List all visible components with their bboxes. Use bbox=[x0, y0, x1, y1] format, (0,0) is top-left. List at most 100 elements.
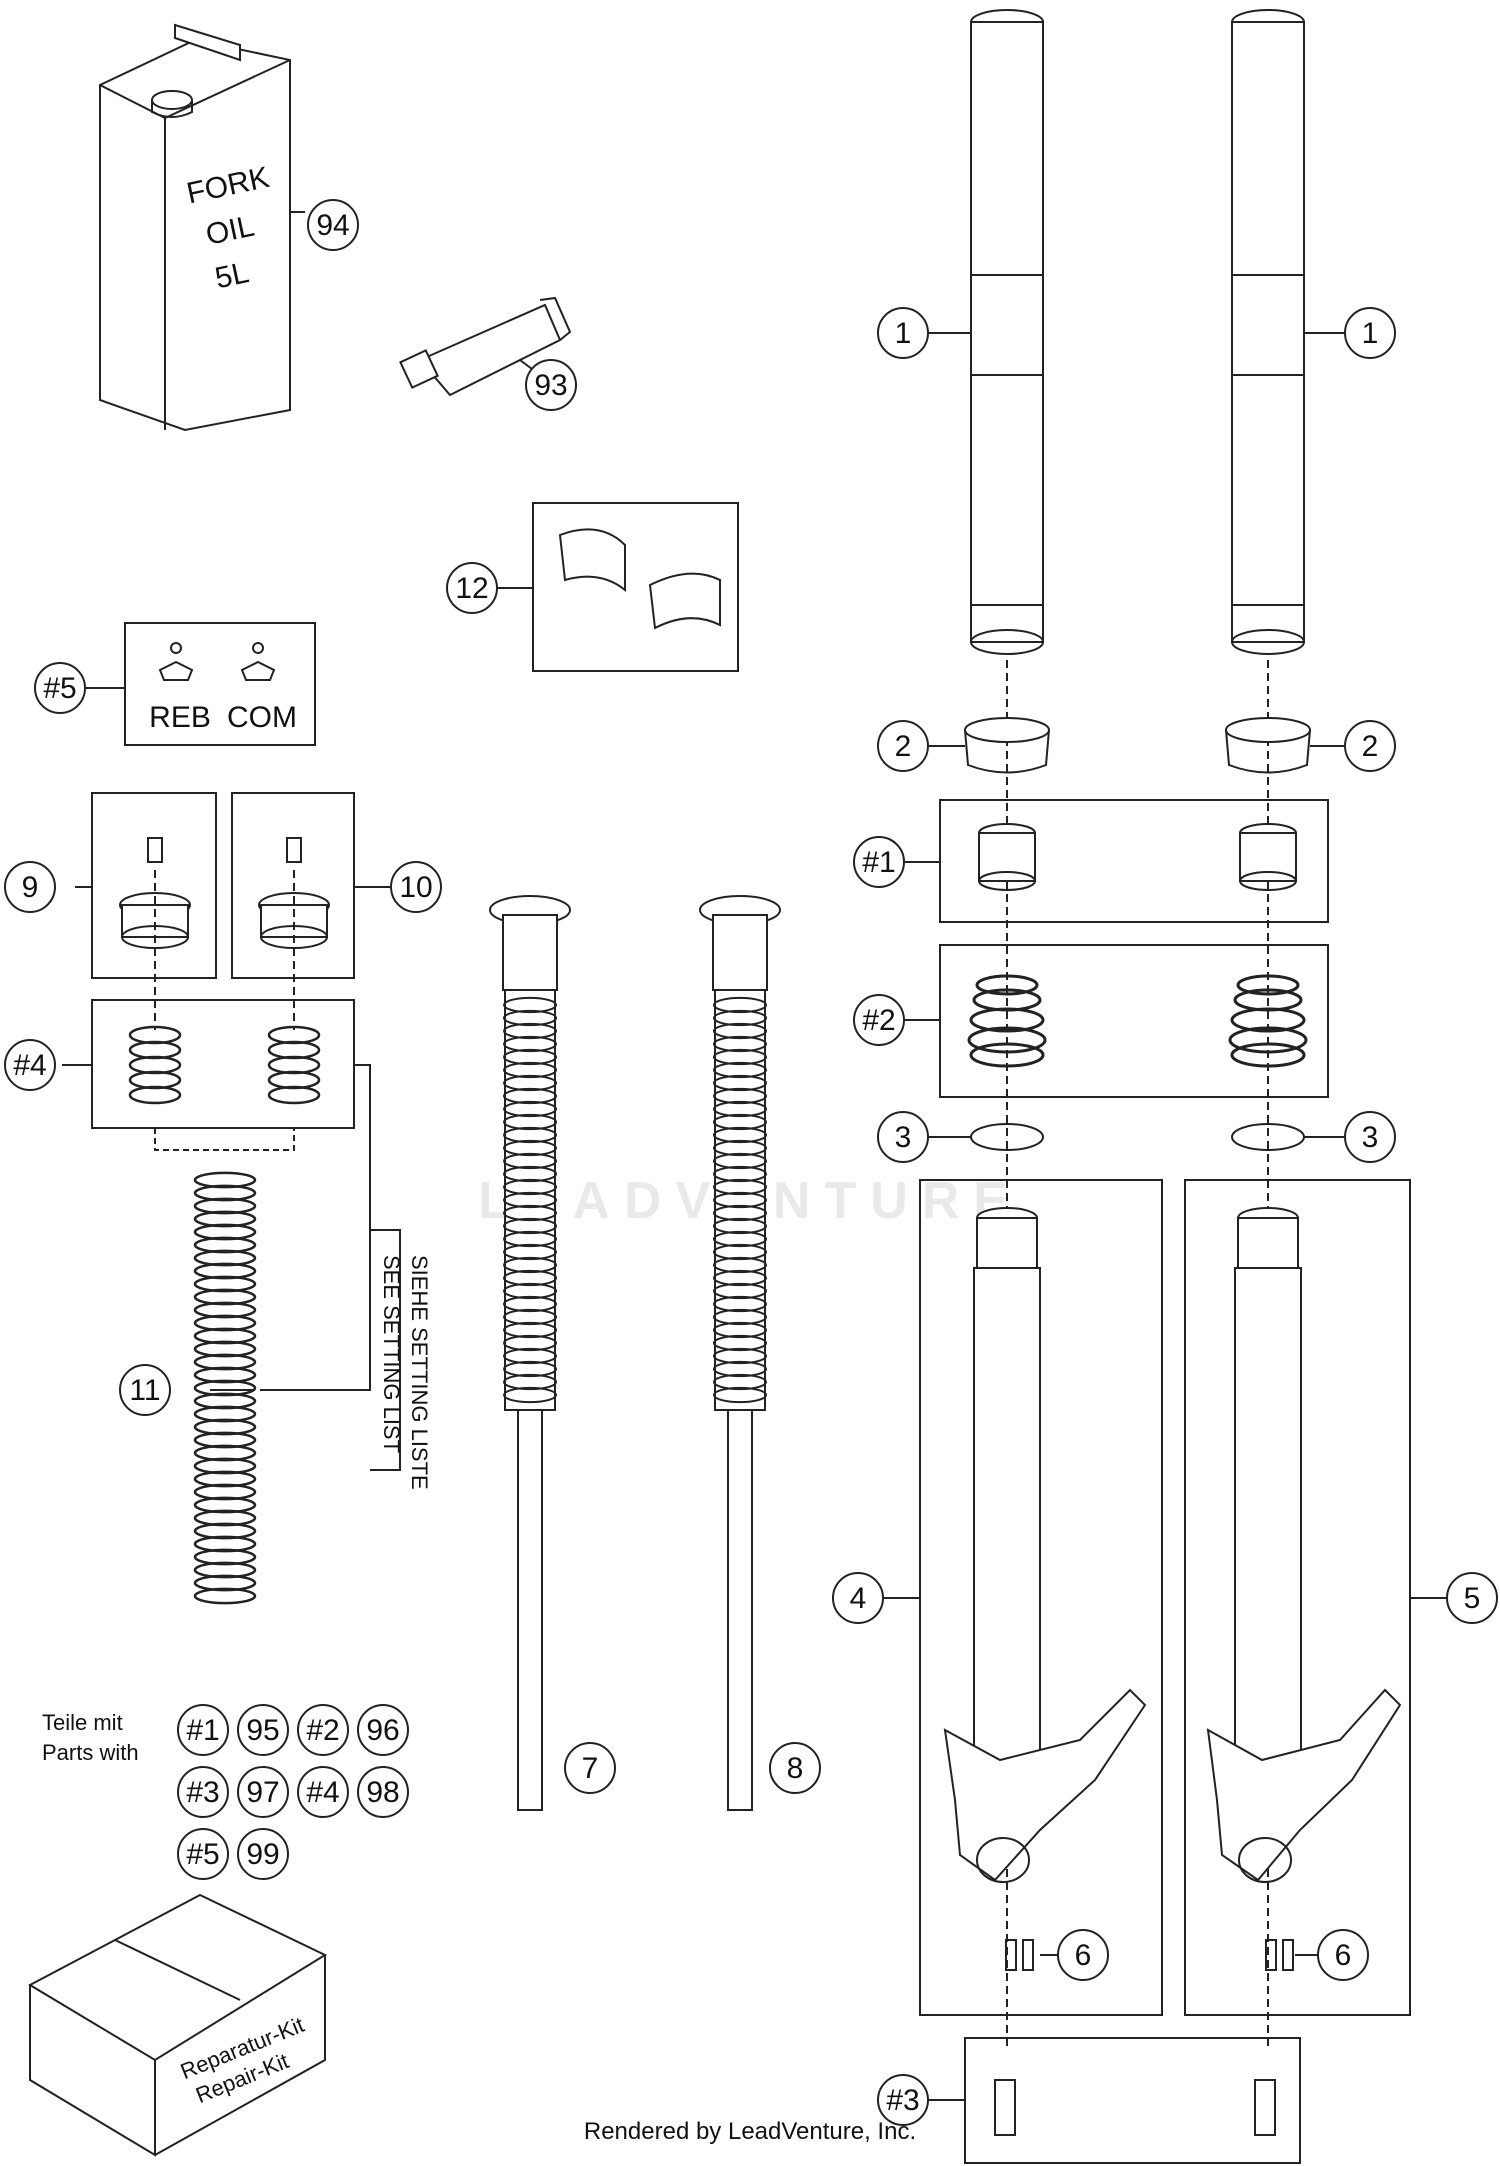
callout-c11: 11 bbox=[129, 1374, 160, 1407]
parts-with-label: 96 bbox=[366, 1714, 399, 1747]
setting-bracket bbox=[370, 1229, 401, 1471]
spring-coil bbox=[503, 1386, 557, 1404]
parts-with-label: #3 bbox=[186, 1776, 219, 1809]
spring-coil bbox=[193, 1340, 257, 1358]
parts-with-label: #2 bbox=[306, 1714, 339, 1747]
parts-with-label: 98 bbox=[366, 1776, 399, 1809]
spring-coil bbox=[503, 1139, 557, 1157]
kit-box-5 bbox=[124, 622, 316, 746]
spring-coil bbox=[193, 1275, 257, 1293]
spring-coil bbox=[713, 1360, 767, 1378]
spring-coil bbox=[503, 1321, 557, 1339]
spring-coil bbox=[503, 1230, 557, 1248]
callout-c6b: 6 bbox=[1335, 1939, 1352, 1972]
spring-coil bbox=[503, 1282, 557, 1300]
callout-k5: #5 bbox=[43, 672, 76, 705]
spring-coil bbox=[193, 1353, 257, 1371]
callout-c1b: 1 bbox=[1362, 317, 1379, 350]
spring-coil bbox=[503, 1126, 557, 1144]
spring-coil bbox=[193, 1483, 257, 1501]
spring-coil bbox=[503, 1243, 557, 1261]
spring-coil bbox=[503, 1269, 557, 1287]
spring-link-line bbox=[154, 1128, 295, 1151]
spring-coil bbox=[193, 1574, 257, 1592]
spring-coil bbox=[503, 1191, 557, 1209]
parts-with-bubble bbox=[237, 1704, 289, 1756]
callout-c2a: 2 bbox=[895, 730, 912, 763]
parts-with-bubble bbox=[237, 1828, 289, 1880]
main-spring bbox=[193, 1171, 257, 1605]
callout-k1-circle bbox=[853, 836, 905, 888]
callout-c5: 5 bbox=[1464, 1582, 1481, 1615]
setting-note-en: SEE SETTING LIST bbox=[379, 1255, 404, 1453]
spring-coil bbox=[503, 1087, 557, 1105]
spring-coil bbox=[713, 1295, 767, 1313]
spring-coil bbox=[503, 1334, 557, 1352]
parts-with-bubble bbox=[177, 1704, 229, 1756]
spring-coil bbox=[713, 1139, 767, 1157]
callout-c93: 93 bbox=[534, 369, 567, 402]
spring-coil bbox=[503, 996, 557, 1014]
callout-c2b: 2 bbox=[1362, 730, 1379, 763]
spring-coil bbox=[713, 1204, 767, 1222]
adjuster-label-reb: REB bbox=[149, 701, 211, 734]
seal-set bbox=[967, 974, 1308, 1068]
callout-c1b-circle bbox=[1344, 307, 1396, 359]
spring-coil bbox=[193, 1223, 257, 1241]
callout-c3a: 3 bbox=[895, 1121, 912, 1154]
spring-coil bbox=[193, 1236, 257, 1254]
callout-c6a: 6 bbox=[1075, 1939, 1092, 1972]
callout-c7-circle bbox=[564, 1742, 616, 1794]
spring-coil bbox=[503, 1256, 557, 1274]
outer-tube-right bbox=[1231, 9, 1305, 655]
spring-coil bbox=[713, 1152, 767, 1170]
parts-with-bubble bbox=[237, 1766, 289, 1818]
spring-coil bbox=[713, 1048, 767, 1066]
spring-coil bbox=[193, 1366, 257, 1384]
spring-coil bbox=[713, 1308, 767, 1326]
spring-coil bbox=[193, 1405, 257, 1423]
spring-coil bbox=[193, 1288, 257, 1306]
inner-tube-right bbox=[1206, 1207, 1402, 1971]
spring-coil bbox=[713, 1373, 767, 1391]
damping-cartridge-right bbox=[699, 895, 781, 1811]
spring-coil bbox=[193, 1301, 257, 1319]
parts-with-label: 97 bbox=[246, 1776, 279, 1809]
parts-with-bubble bbox=[297, 1704, 349, 1756]
spring-coil bbox=[713, 1334, 767, 1352]
parts-with-label: 95 bbox=[246, 1714, 279, 1747]
spring-coil bbox=[193, 1470, 257, 1488]
spring-coil bbox=[713, 1074, 767, 1092]
parts-with-label-de: Teile mit bbox=[42, 1710, 123, 1735]
spring-coil bbox=[503, 1178, 557, 1196]
callout-k2-circle bbox=[853, 994, 905, 1046]
callout-c9-circle bbox=[4, 861, 56, 913]
adjuster-label-com: COM bbox=[227, 701, 297, 734]
spring-coil bbox=[503, 1308, 557, 1326]
spring-coil bbox=[193, 1197, 257, 1215]
kit-box-2 bbox=[939, 944, 1329, 1098]
callout-c9: 9 bbox=[22, 871, 39, 904]
spring-coil bbox=[713, 1217, 767, 1235]
spring-coil bbox=[713, 1243, 767, 1261]
spring-coil bbox=[193, 1509, 257, 1527]
spring-coil bbox=[713, 1178, 767, 1196]
oil-can-label-3: 5L bbox=[212, 256, 252, 295]
guide-rings bbox=[964, 717, 1311, 774]
spring-coil bbox=[713, 1087, 767, 1105]
callout-c11-circle bbox=[119, 1364, 171, 1416]
callout-c94-circle bbox=[307, 199, 359, 251]
clamp-shells bbox=[558, 528, 721, 630]
leader-lines bbox=[62, 211, 1450, 2101]
spring-coil bbox=[193, 1184, 257, 1202]
spring-coil bbox=[713, 1321, 767, 1339]
callout-k4: #4 bbox=[13, 1049, 46, 1082]
callout-k3: #3 bbox=[886, 2084, 919, 2117]
spring-coil bbox=[193, 1444, 257, 1462]
parts-with-bubble bbox=[177, 1766, 229, 1818]
callout-c1a-circle bbox=[877, 307, 929, 359]
spring-coil bbox=[193, 1262, 257, 1280]
spring-coil bbox=[713, 1230, 767, 1248]
spring-coil bbox=[193, 1587, 257, 1605]
